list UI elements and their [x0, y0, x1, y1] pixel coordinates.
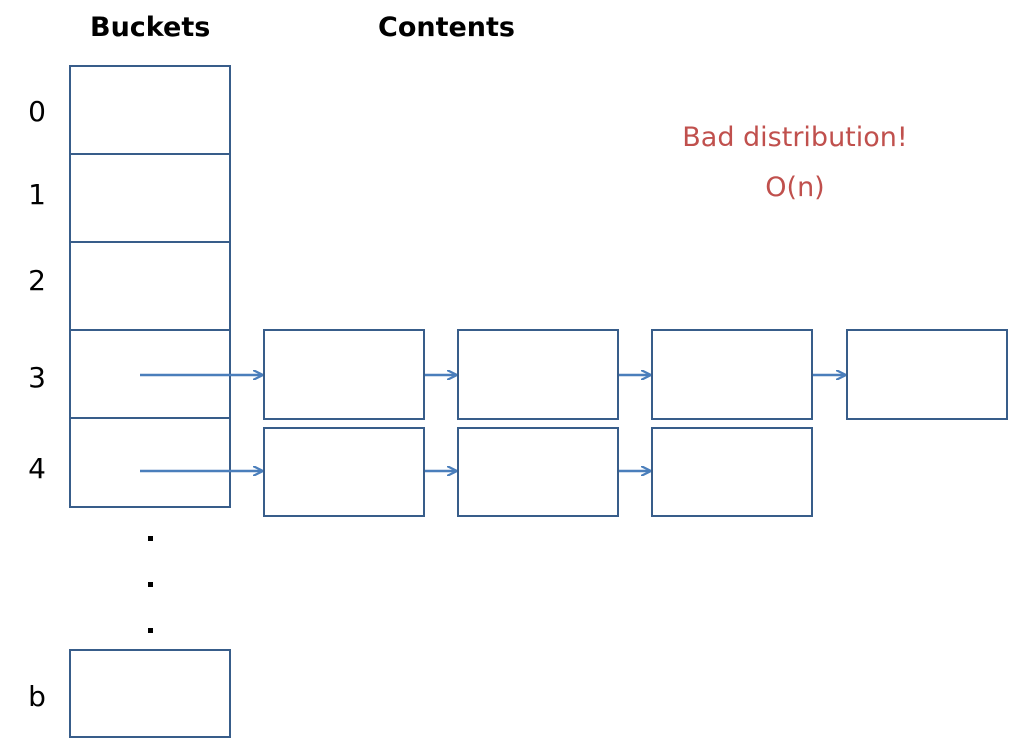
bucket-label-2: 2: [28, 264, 46, 297]
bucket-label-3: 3: [28, 361, 46, 394]
bad-distribution-note: Bad distribution!: [682, 122, 908, 153]
bucket-label-b: b: [28, 680, 46, 713]
ellipsis-dot: [148, 582, 153, 587]
bucket-box-4: [69, 417, 231, 508]
contents-header: Contents: [378, 12, 516, 43]
chain-3-node-4: [846, 329, 1008, 420]
chain-4-node-3: [651, 427, 813, 517]
complexity-note: O(n): [765, 172, 825, 203]
chain-4-node-1: [263, 427, 425, 517]
chain-3-node-1: [263, 329, 425, 420]
bucket-label-4: 4: [28, 452, 46, 485]
bucket-box-b: [69, 649, 231, 738]
bucket-label-0: 0: [28, 95, 46, 128]
ellipsis-dot: [148, 628, 153, 633]
chain-3-node-2: [457, 329, 619, 420]
bucket-label-1: 1: [28, 178, 46, 211]
buckets-header: Buckets: [90, 12, 211, 43]
bucket-box-0: [69, 65, 231, 155]
chain-3-node-3: [651, 329, 813, 420]
chain-4-node-2: [457, 427, 619, 517]
bucket-box-2: [69, 241, 231, 331]
ellipsis-dot: [148, 536, 153, 541]
